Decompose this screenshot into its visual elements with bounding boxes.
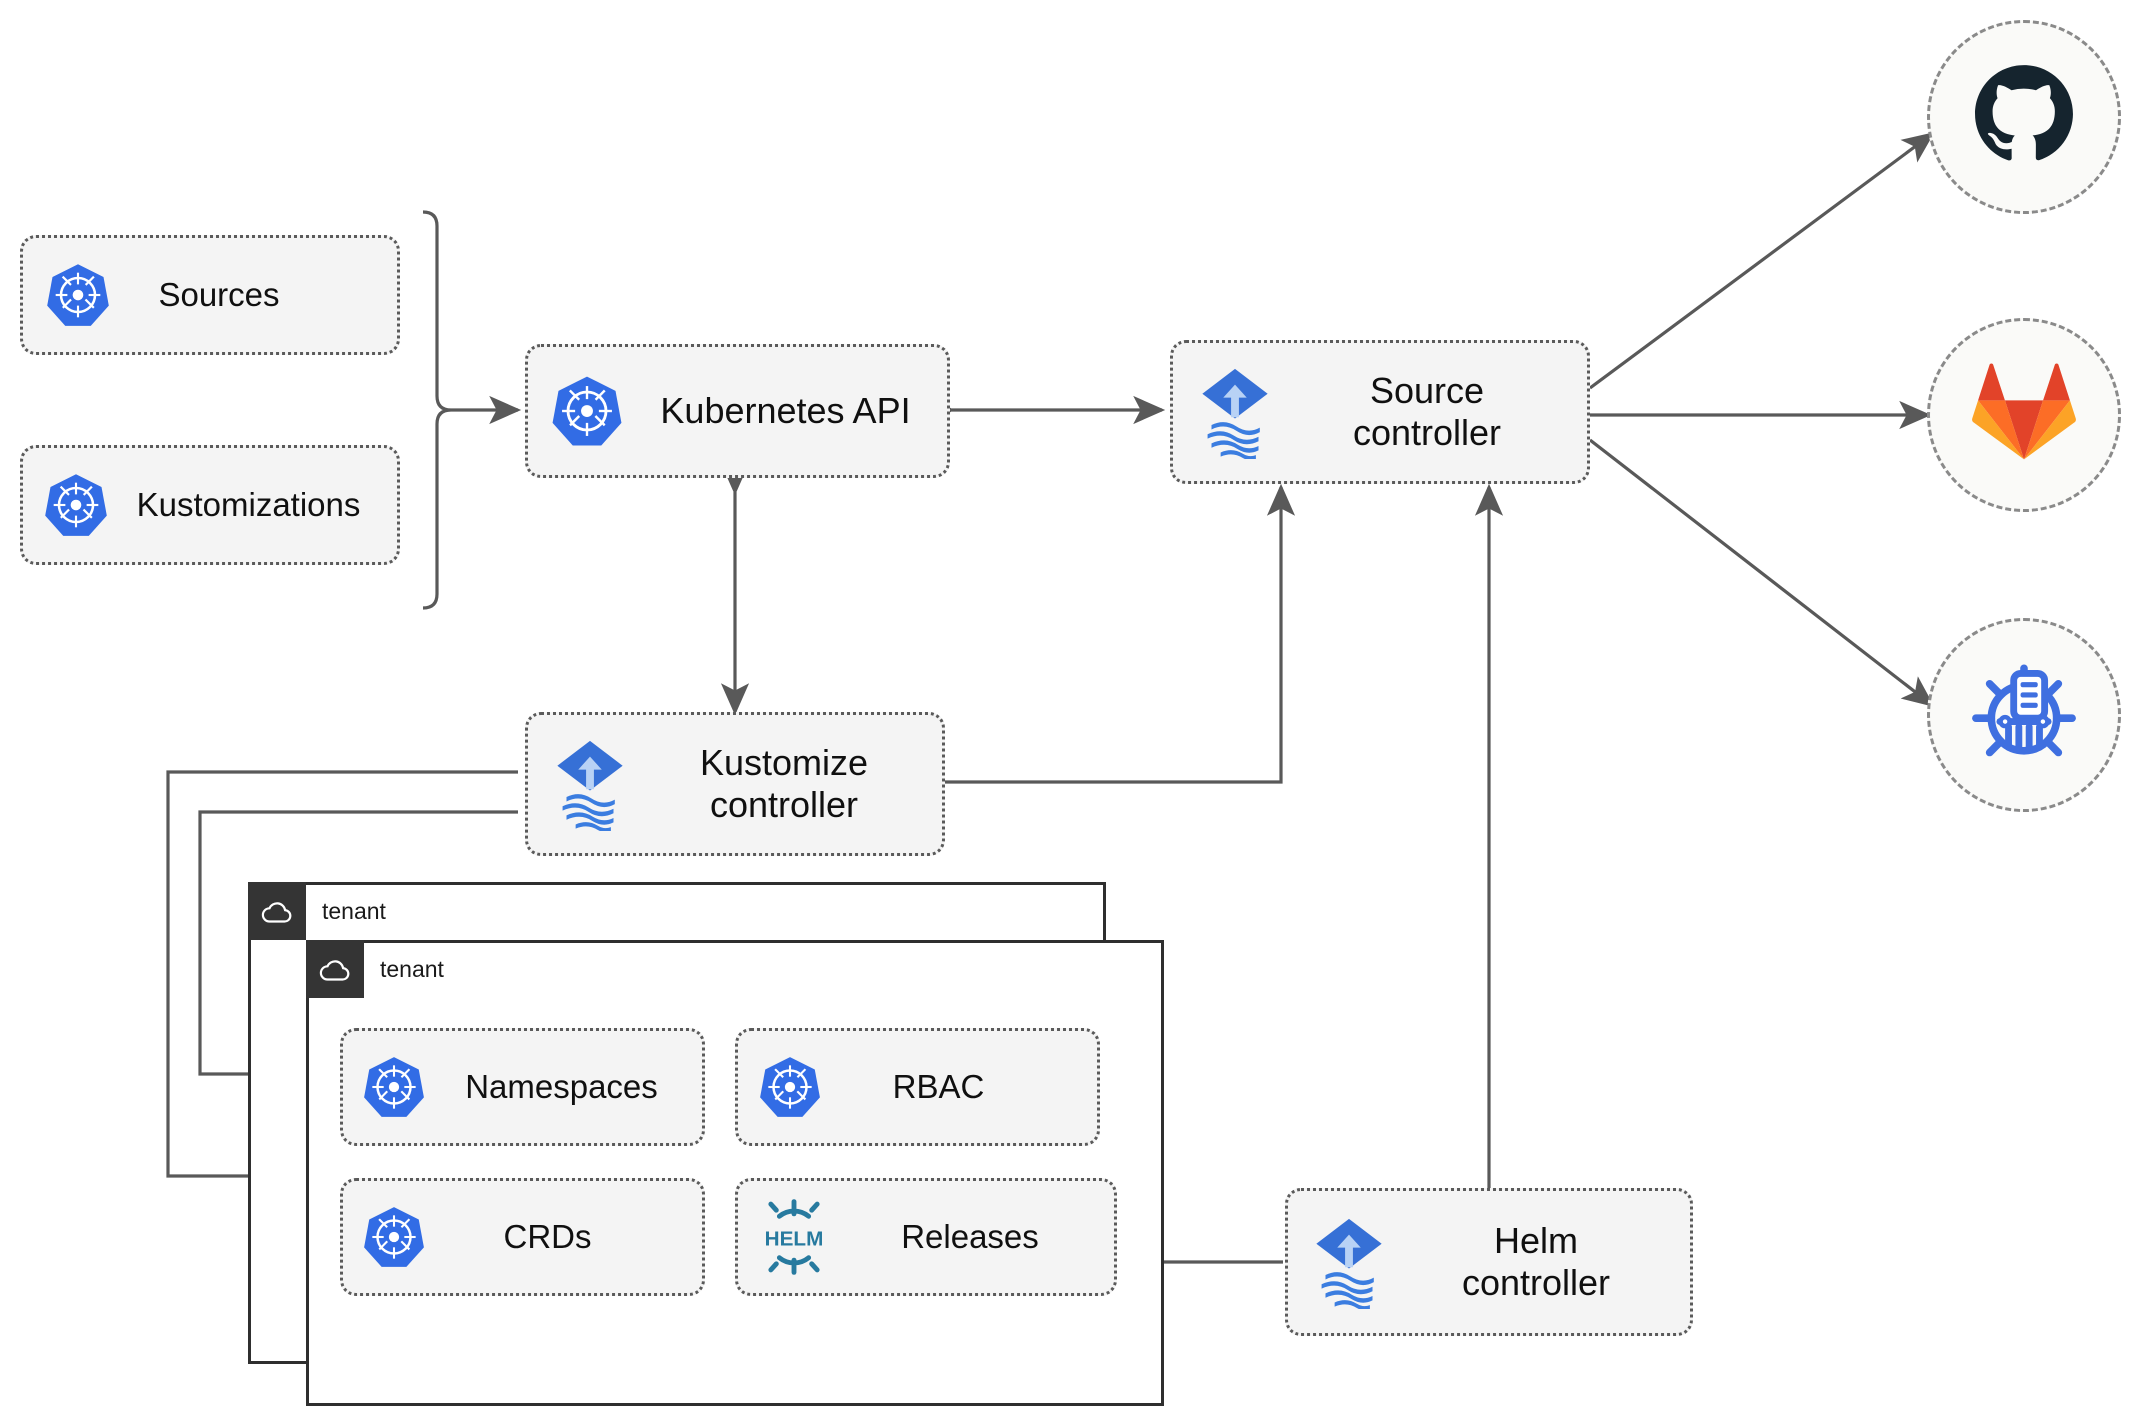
- tenant-tab-back[interactable]: tenant: [248, 882, 386, 940]
- tenant-tab-front-label: tenant: [380, 955, 444, 982]
- node-rbac[interactable]: RBAC: [735, 1028, 1100, 1146]
- kubernetes-icon: [343, 1054, 445, 1120]
- flux-icon: [1288, 1215, 1410, 1309]
- tenant-tab-front[interactable]: tenant: [306, 940, 444, 998]
- svg-text:HELM: HELM: [765, 1228, 824, 1251]
- provider-chartmuseum[interactable]: [1927, 618, 2121, 812]
- node-kustomize-controller[interactable]: Kustomize controller: [525, 712, 945, 856]
- node-releases-label: Releases: [901, 1217, 1039, 1255]
- node-namespaces-label: Namespaces: [465, 1067, 658, 1105]
- tenant-container-front[interactable]: tenant: [306, 940, 1164, 1406]
- node-crds-label: CRDs: [503, 1217, 592, 1255]
- kubernetes-icon: [738, 1054, 842, 1120]
- node-source-controller-label: Source controller: [1352, 369, 1502, 453]
- node-source-controller[interactable]: Source controller: [1170, 340, 1590, 484]
- node-kubernetes-api[interactable]: Kubernetes API: [525, 344, 950, 478]
- chartmuseum-icon: [1969, 658, 2079, 773]
- node-kustomize-controller-label: Kustomize controller: [699, 741, 869, 825]
- cloud-icon: [306, 940, 364, 998]
- provider-gitlab[interactable]: [1927, 318, 2121, 512]
- github-icon: [1972, 63, 2076, 172]
- node-kustomizations-label: Kustomizations: [136, 485, 361, 523]
- node-rbac-label: RBAC: [892, 1067, 985, 1105]
- helm-icon: HELM: [738, 1198, 850, 1276]
- kubernetes-icon: [23, 261, 133, 329]
- gitlab-icon: [1972, 363, 2076, 468]
- node-kubernetes-api-label: Kubernetes API: [660, 389, 911, 431]
- provider-github[interactable]: [1927, 20, 2121, 214]
- kubernetes-icon: [528, 373, 646, 449]
- node-helm-controller[interactable]: Helm controller: [1285, 1188, 1693, 1336]
- node-sources-label: Sources: [158, 275, 280, 313]
- cloud-icon: [248, 882, 306, 940]
- node-sources[interactable]: Sources: [20, 235, 400, 355]
- node-kustomizations[interactable]: Kustomizations: [20, 445, 400, 565]
- node-namespaces[interactable]: Namespaces: [340, 1028, 705, 1146]
- kubernetes-icon: [343, 1204, 445, 1270]
- node-helm-controller-label: Helm controller: [1461, 1219, 1611, 1303]
- node-releases[interactable]: HELM Releases: [735, 1178, 1117, 1296]
- tenant-tab-back-label: tenant: [322, 897, 386, 924]
- flux-icon: [1173, 365, 1297, 459]
- node-crds[interactable]: CRDs: [340, 1178, 705, 1296]
- kubernetes-icon: [23, 471, 128, 539]
- flux-icon: [528, 737, 652, 831]
